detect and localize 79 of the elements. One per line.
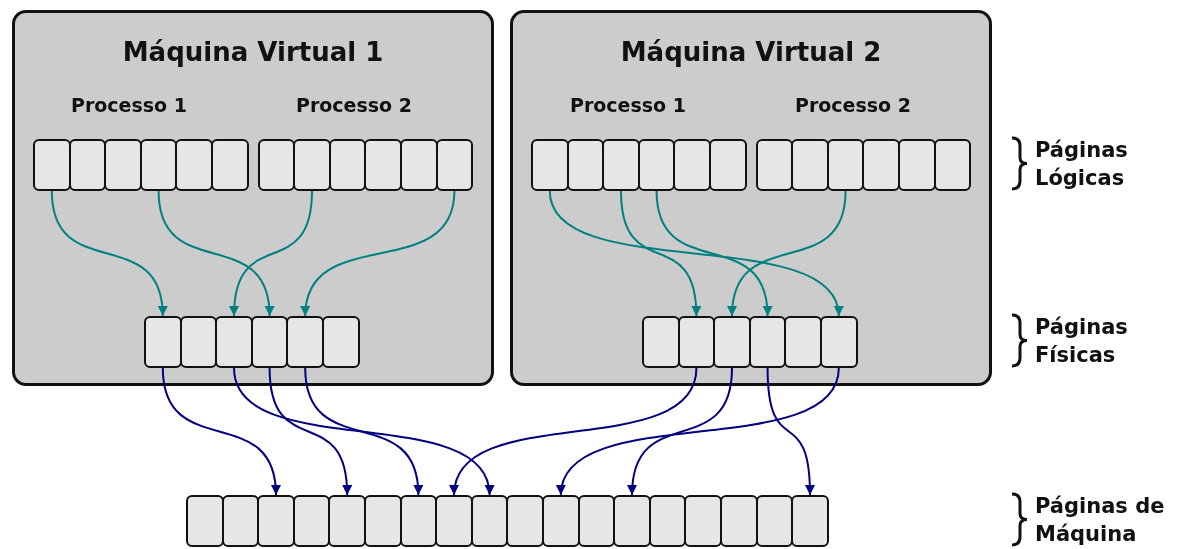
page-cell [179,316,218,368]
page-cell [322,316,360,368]
page-cell [566,139,605,191]
page-cell [139,139,178,191]
arrow [627,367,733,496]
page-cell [642,316,680,368]
page-cell [211,139,249,191]
page-cell [637,139,676,191]
page-cell [186,495,224,547]
arrow [268,367,352,496]
arrow [50,190,167,317]
page-cell [292,495,331,547]
page-cell [791,495,829,547]
page-cell [755,495,794,547]
page-cell [784,316,822,368]
page-cell [144,316,182,368]
page-cell [531,139,569,191]
arrow [304,367,423,496]
page-cell [933,139,972,191]
arrow [620,190,701,317]
page-cell [862,139,900,191]
page-cell [577,495,616,547]
page-cell [250,316,289,368]
page-cell [435,495,473,547]
page-cell [542,495,580,547]
page-cell [364,139,402,191]
page-cell [748,316,787,368]
arrow [558,367,840,496]
process-heading: Processo 2 [296,94,412,116]
process-heading: Processo 1 [570,94,686,116]
arrow [157,190,274,317]
arrow [728,190,847,317]
page-cell [677,316,716,368]
page-cell [720,495,758,547]
arrow [229,190,313,317]
page-cell [328,495,366,547]
page-cell [328,139,367,191]
page-cell [470,495,509,547]
page-cell [684,495,722,547]
page-cell [104,139,142,191]
panel-title: Máquina Virtual 1 [121,37,385,67]
page-cell [613,495,651,547]
page-cell [257,139,296,191]
page-cell [399,495,438,547]
virtual-machine-panel [12,10,494,386]
panel-title: Máquina Virtual 2 [619,37,883,67]
page-cell [175,139,213,191]
page-cell [791,139,829,191]
row-label: Páginas Lógicas [1035,137,1129,192]
arrow [548,190,841,317]
page-cell [898,139,936,191]
page-cell [826,139,865,191]
page-cell [286,316,324,368]
process-heading: Processo 1 [71,94,187,116]
page-cell [506,495,544,547]
page-cell [602,139,640,191]
virtual-machine-panel [510,10,992,386]
process-heading: Processo 2 [795,94,911,116]
page-cell [713,316,751,368]
page-cell [215,316,253,368]
page-cell [364,495,402,547]
page-cell [673,139,711,191]
arrow [766,367,815,496]
arrow [655,190,772,317]
row-label: Páginas Físicas [1035,314,1129,369]
page-cell [293,139,331,191]
page-cell [400,139,438,191]
page-cell [648,495,687,547]
page-cell [257,495,295,547]
page-cell [435,139,474,191]
arrow [161,367,280,496]
arrow [301,190,456,317]
page-cell [68,139,107,191]
page-cell [33,139,71,191]
row-label: Páginas de Máquina [1035,493,1166,548]
page-cell [755,139,794,191]
page-cell [709,139,747,191]
page-cell [820,316,858,368]
page-cell [221,495,260,547]
